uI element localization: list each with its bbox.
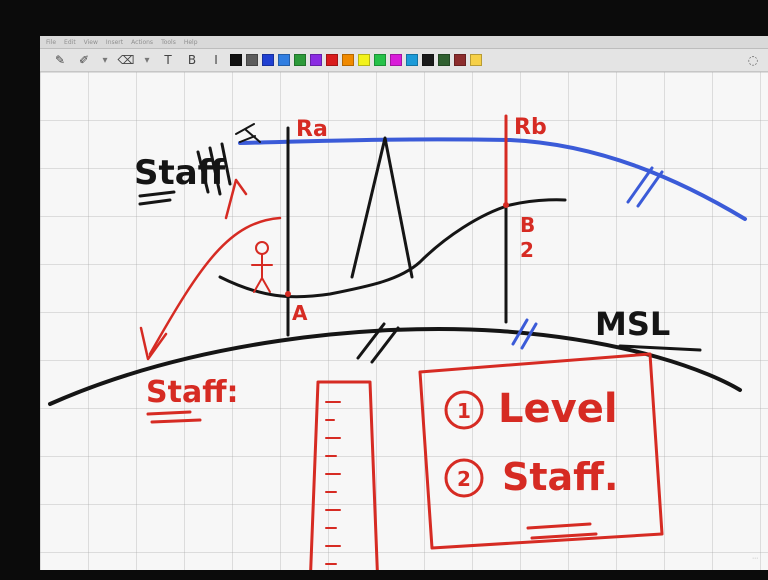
label-staff-top: Staff: [134, 153, 226, 193]
msl-underline: [618, 344, 702, 352]
menu-item-file[interactable]: File: [46, 38, 57, 46]
break-mark-blue: [626, 166, 664, 208]
color-swatch[interactable]: [438, 54, 450, 66]
lasso-icon[interactable]: ◌: [747, 53, 759, 67]
dropdown-icon[interactable]: ▾: [102, 54, 108, 66]
label-msl: MSL: [595, 305, 670, 343]
sketch-svg: Staff Ra Rb A B 2 MSL Staff: 1 2 Level S…: [48, 114, 747, 570]
list-item-1: Level: [498, 386, 618, 432]
list-item-2: Staff.: [502, 455, 618, 499]
arrow-to-staff: [148, 216, 282, 356]
label-rb: Rb: [514, 115, 547, 140]
label-staff-left: Staff:: [146, 375, 239, 410]
break-mark-msl-2: [511, 318, 538, 350]
menu-item-tools[interactable]: Tools: [161, 38, 176, 46]
staff-figure: [138, 123, 261, 220]
list-underline: [526, 522, 598, 540]
menu-item-help[interactable]: Help: [183, 38, 198, 46]
circle-1-label: 1: [457, 399, 471, 423]
pen-icon[interactable]: ✎: [54, 53, 66, 67]
color-swatch[interactable]: [262, 54, 274, 66]
staff-underline: [146, 410, 202, 424]
dropdown-icon[interactable]: ▾: [144, 54, 150, 66]
menu-bar: File Edit View Insert Actions Tools Help: [40, 36, 768, 49]
color-swatch[interactable]: [454, 54, 466, 66]
label-b: B: [520, 213, 535, 237]
ink-toolbar: ✎ ✐ ▾ ⌫ ▾ T B I ◌: [40, 49, 768, 72]
menu-item-insert[interactable]: Insert: [105, 38, 124, 46]
color-swatch[interactable]: [326, 54, 338, 66]
drawing-canvas[interactable]: Staff Ra Rb A B 2 MSL Staff: 1 2 Level S…: [40, 72, 768, 570]
color-swatch[interactable]: [230, 54, 242, 66]
color-swatch[interactable]: [294, 54, 306, 66]
color-swatch[interactable]: [406, 54, 418, 66]
color-swatch[interactable]: [278, 54, 290, 66]
circle-2: [444, 458, 484, 498]
notes-box: [418, 352, 664, 550]
eraser-icon[interactable]: ⌫: [117, 53, 135, 67]
datum-line: [238, 137, 747, 221]
terrain-line: [218, 198, 567, 299]
label-ra: Ra: [296, 117, 328, 142]
bold-icon[interactable]: B: [187, 53, 197, 67]
menu-item-view[interactable]: View: [83, 38, 98, 46]
color-swatch[interactable]: [422, 54, 434, 66]
staff-rod: [309, 380, 379, 570]
circle-2-label: 2: [457, 467, 471, 491]
point-a-dot: [285, 291, 291, 297]
hill-peak: [350, 136, 414, 279]
menu-item-edit[interactable]: Edit: [64, 38, 76, 46]
circle-1: [444, 390, 484, 430]
color-swatch[interactable]: [390, 54, 402, 66]
observer-figure: [251, 241, 273, 293]
msl-curve: [48, 326, 742, 406]
label-a: A: [292, 301, 308, 325]
text-icon[interactable]: T: [164, 53, 172, 67]
point-b-dot: [503, 202, 509, 208]
color-swatch[interactable]: [310, 54, 322, 66]
italic-icon[interactable]: I: [214, 53, 218, 67]
highlighter-icon[interactable]: ✐: [78, 53, 90, 67]
arrow-head: [139, 326, 168, 361]
color-swatch[interactable]: [246, 54, 258, 66]
color-swatch[interactable]: [342, 54, 354, 66]
color-swatch[interactable]: [374, 54, 386, 66]
whiteboard-window: File Edit View Insert Actions Tools Help…: [40, 36, 768, 570]
label-2: 2: [520, 238, 534, 262]
break-mark-msl: [356, 322, 400, 364]
color-swatch[interactable]: [470, 54, 482, 66]
color-swatch[interactable]: [358, 54, 370, 66]
page-indicator: ⋯: [752, 555, 758, 562]
menu-item-actions[interactable]: Actions: [131, 38, 154, 46]
